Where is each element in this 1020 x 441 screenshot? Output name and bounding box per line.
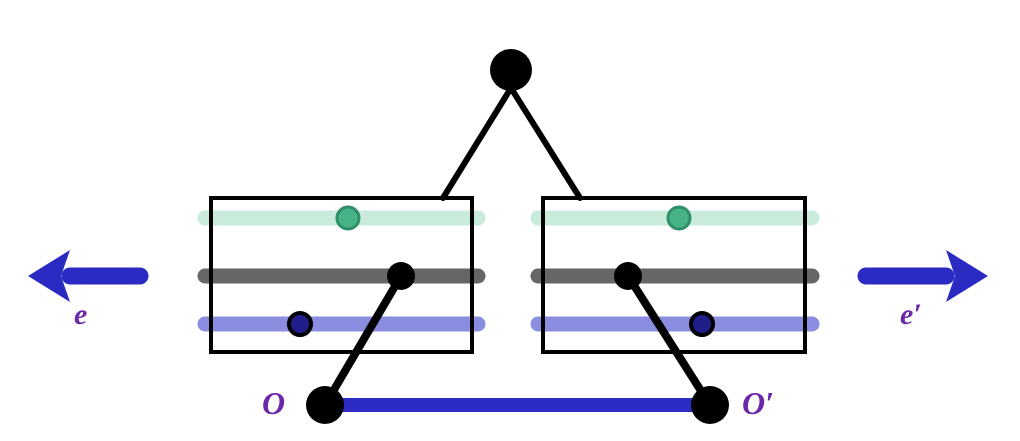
- right-observer-node: [691, 386, 729, 424]
- left-navy-marker: [287, 311, 313, 337]
- right-worldline-edge: [624, 272, 714, 409]
- left-box-bands: [197, 210, 486, 332]
- left-worldline-edge: [321, 272, 405, 409]
- root-to-right-box-edge: [508, 85, 583, 201]
- right-box-bands: [530, 210, 820, 332]
- left-gray-band-node: [387, 262, 415, 290]
- root-to-left-box-edge: [440, 85, 514, 201]
- left-green-marker: [335, 205, 361, 231]
- left-box: [209, 196, 474, 354]
- right-green-marker: [666, 205, 692, 231]
- left-observer-node: [306, 386, 344, 424]
- arrow-left-head: [28, 250, 70, 302]
- arrow-left-icon: [28, 250, 149, 302]
- left-observer-label: O: [262, 385, 286, 421]
- root-node: [490, 49, 532, 91]
- arrow-right-head: [946, 250, 988, 302]
- left-arrow-label: e: [74, 298, 88, 331]
- right-observer-label: O′: [742, 385, 775, 421]
- arrow-right-icon: [857, 250, 988, 302]
- right-navy-marker: [689, 311, 715, 337]
- right-gray-band-node: [614, 262, 642, 290]
- right-arrow-label: e′: [900, 298, 922, 331]
